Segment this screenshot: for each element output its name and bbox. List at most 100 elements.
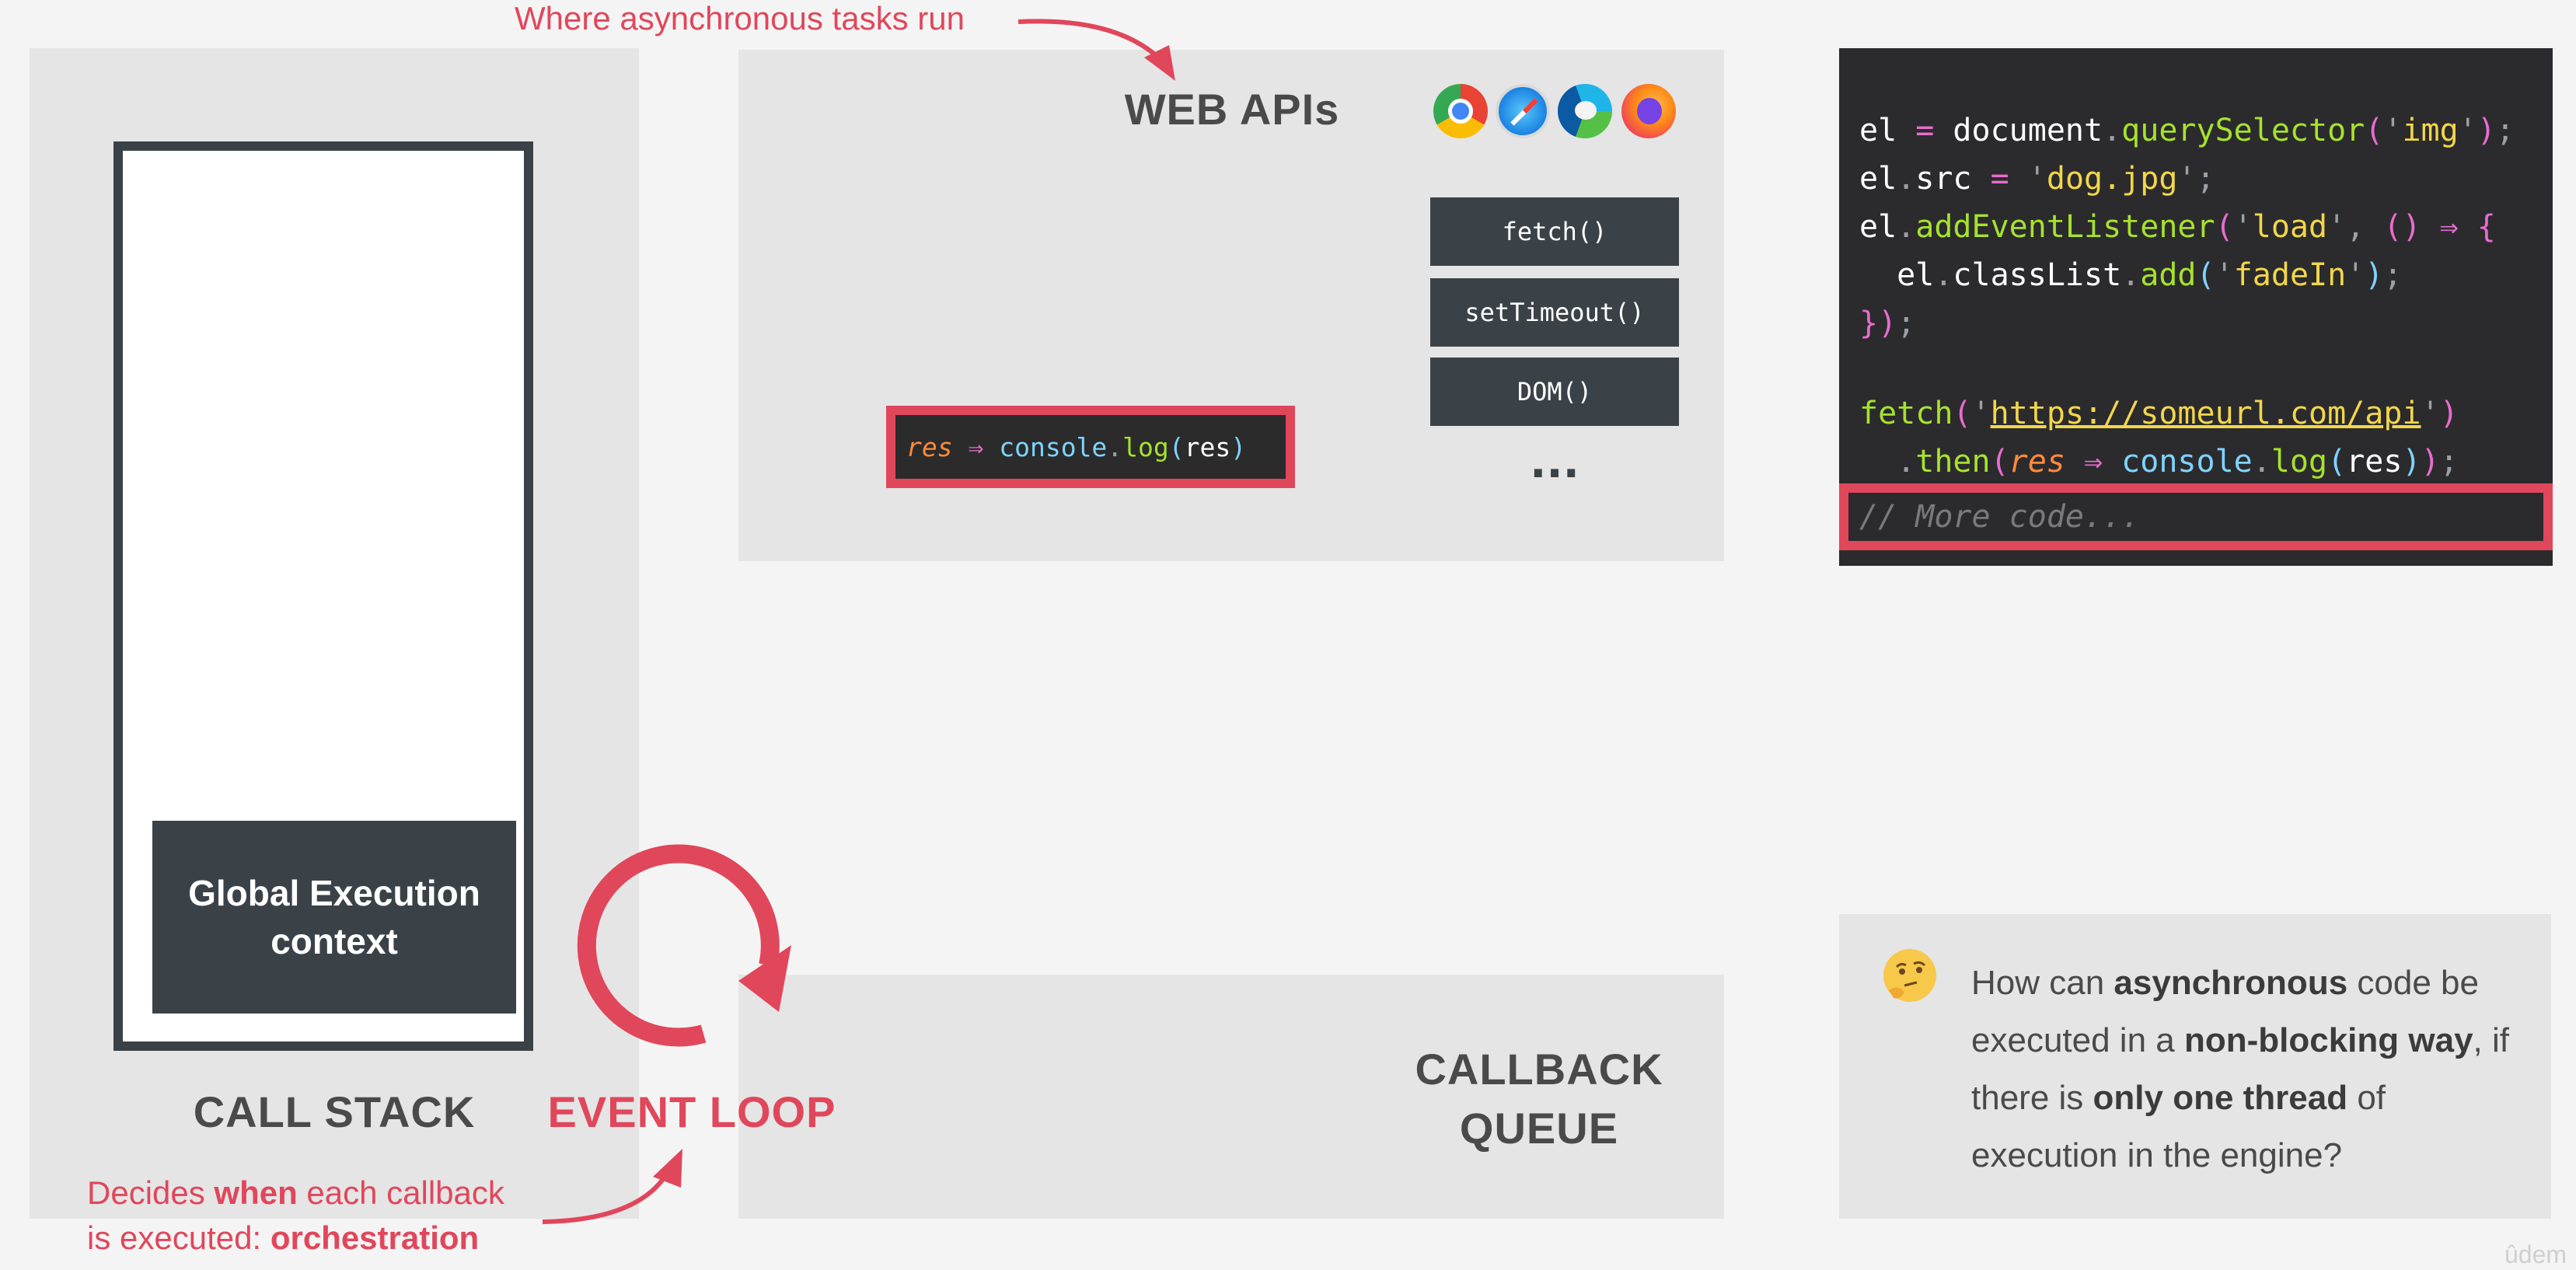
annotation-arrow-bottom xyxy=(542,1149,682,1224)
code-token: ; xyxy=(2439,444,2459,480)
code-token: addEventListener xyxy=(1915,209,2215,245)
code-token: ) xyxy=(2402,444,2421,480)
code-token: ⇒ xyxy=(2421,209,2477,245)
edge-icon xyxy=(1558,84,1612,138)
question-text: How can asynchronous code be executed in… xyxy=(1971,954,2515,1185)
code-token: img xyxy=(2402,113,2459,148)
code-token: el xyxy=(1859,257,1935,293)
code-panel: el = document.querySelector('img'); el.s… xyxy=(1839,48,2553,566)
callback-fn: log xyxy=(1122,431,1169,462)
question-panel xyxy=(1839,914,2551,1219)
annot-bottom-orchestration: orchestration xyxy=(270,1219,480,1256)
code-token: el xyxy=(1859,113,1897,148)
event-loop-label: EVENT LOOP xyxy=(547,1087,836,1136)
code-line: el.classList.add('fadeIn'); xyxy=(1859,255,2402,295)
code-token: ; xyxy=(1897,305,1916,341)
pending-callback: res ⇒ console.log(res) xyxy=(886,406,1295,488)
code-token: load xyxy=(2252,209,2328,245)
callback-arrow: ⇒ xyxy=(952,431,1000,462)
code-token: ' xyxy=(2383,113,2403,148)
web-apis-title: WEB APIs xyxy=(1124,85,1340,134)
callback-open: ( xyxy=(1168,431,1185,462)
annot-bottom-part3: is executed: xyxy=(87,1219,271,1256)
code-token: document xyxy=(1953,113,2103,148)
code-token: src xyxy=(1915,161,1972,197)
question-b2: non-blocking way xyxy=(2183,1021,2473,1059)
callback-arg: res xyxy=(1184,431,1231,462)
annot-bottom-part1: Decides xyxy=(87,1174,215,1211)
code-token: . xyxy=(2103,113,2122,148)
callback-obj: console xyxy=(999,431,1108,462)
code-token: ( xyxy=(2196,257,2215,293)
code-token: . xyxy=(2121,257,2141,293)
code-token: ) xyxy=(2439,396,2459,431)
code-token: ; xyxy=(2495,113,2515,148)
annot-bottom-part2: each callback xyxy=(297,1174,504,1211)
firefox-icon xyxy=(1621,84,1676,138)
code-token: classList xyxy=(1953,257,2122,293)
code-token: ' xyxy=(2233,209,2253,245)
code-token: . xyxy=(1897,161,1916,197)
code-token: ' xyxy=(2327,209,2347,245)
question-b1: asynchronous xyxy=(2114,964,2348,1002)
code-token: ( xyxy=(2327,444,2347,480)
code-token: ' xyxy=(2215,257,2234,293)
callback-dot: . xyxy=(1107,431,1123,462)
code-token: ( xyxy=(1990,444,2009,480)
code-token: . xyxy=(2252,444,2271,480)
question-t1: How can xyxy=(1971,964,2114,1002)
code-token: el xyxy=(1859,209,1897,245)
callback-queue-panel xyxy=(738,975,1724,1219)
code-line: fetch('https://someurl.com/api') xyxy=(1859,393,2459,434)
code-line: .then(res ⇒ console.log(res)); xyxy=(1859,441,2459,482)
callback-queue-line1: CALLBACK xyxy=(1415,1045,1663,1094)
code-token: ' xyxy=(2027,161,2047,197)
code-token: { xyxy=(2477,209,2496,245)
code-token: dog.jpg xyxy=(2046,161,2178,197)
callback-queue-line2: QUEUE xyxy=(1459,1104,1619,1153)
question-t2: code be executed in a xyxy=(1971,964,2479,1059)
code-token: ) xyxy=(2421,444,2440,480)
code-token: () xyxy=(2383,209,2421,245)
code-token: = xyxy=(1897,113,1953,148)
code-token: ; xyxy=(2196,161,2215,197)
code-token: } xyxy=(1859,305,1879,341)
code-token: ; xyxy=(2383,257,2403,293)
thinking-face-icon xyxy=(1883,949,1936,1002)
annotation-arrow-top xyxy=(1017,19,1175,81)
callback-close: ) xyxy=(1230,431,1247,462)
call-stack-label: CALL STACK xyxy=(193,1087,476,1136)
code-token: res xyxy=(2346,444,2403,480)
event-loop-icon xyxy=(577,844,791,1047)
more-code-box: // More code... xyxy=(1839,483,2553,550)
code-token: ) xyxy=(2477,113,2496,148)
code-token: log xyxy=(2271,444,2328,480)
callback-queue-label: CALLBACK QUEUE xyxy=(1360,1040,1718,1158)
more-apis-ellipsis: ... xyxy=(1530,438,1579,488)
watermark: ûdem xyxy=(2504,1240,2567,1268)
annot-bottom-when: when xyxy=(214,1174,298,1211)
callback-param: res xyxy=(906,431,953,462)
chrome-icon xyxy=(1433,84,1488,138)
code-line: }); xyxy=(1859,303,1915,344)
code-token: ) xyxy=(1878,305,1897,341)
code-token: ) xyxy=(2365,257,2384,293)
api-dom: DOM() xyxy=(1430,358,1679,426)
code-token: ' xyxy=(2346,257,2365,293)
annotation-async-tasks: Where asynchronous tasks run xyxy=(515,0,965,37)
code-token: ' xyxy=(2458,113,2477,148)
code-token: https://someurl.com/api xyxy=(1990,396,2421,431)
gec-line1: Global Execution xyxy=(188,873,480,913)
code-line: el.src = 'dog.jpg'; xyxy=(1859,159,2215,199)
api-fetch: fetch() xyxy=(1430,197,1679,266)
code-token: fetch xyxy=(1859,396,1953,431)
code-token: ( xyxy=(2215,209,2234,245)
code-token: console xyxy=(2121,444,2253,480)
question-b3: only one thread xyxy=(2093,1079,2348,1117)
code-token: . xyxy=(1934,257,1953,293)
code-token: ' xyxy=(2177,161,2197,197)
code-line: el.addEventListener('load', () ⇒ { xyxy=(1859,207,2496,247)
code-token: res xyxy=(2009,444,2065,480)
api-settimeout: setTimeout() xyxy=(1430,278,1679,347)
